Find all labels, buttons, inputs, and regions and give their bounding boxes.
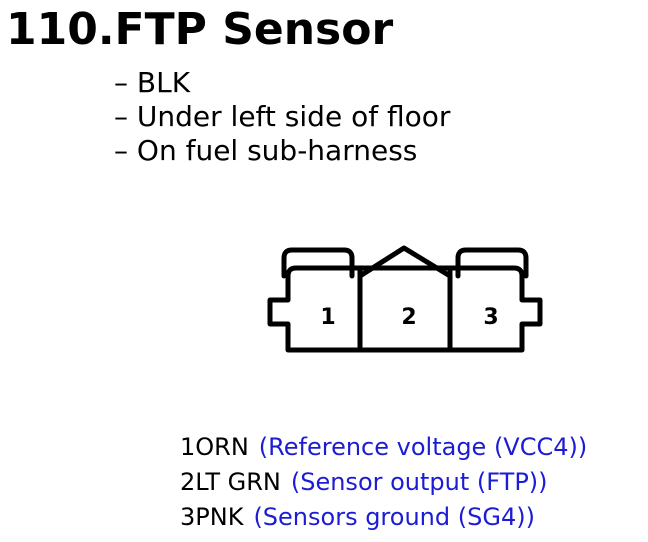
pin-number-1: 1	[320, 305, 335, 330]
connector-latch-right	[455, 247, 529, 279]
pin-label: 2LT GRN	[180, 468, 281, 496]
connector-location: – Under left side of floor	[114, 100, 451, 133]
connector-body	[267, 265, 543, 353]
connector-color: – BLK	[114, 66, 191, 99]
pin-number-3: 3	[483, 305, 498, 330]
pin-label: 1ORN	[180, 433, 249, 461]
connector-key	[357, 245, 453, 279]
pin-number-2: 2	[401, 305, 416, 330]
pin-assignment-list: 1ORN (Reference voltage (VCC4)) 2LT GRN (S…	[180, 430, 587, 535]
pin-row: 2LT GRN (Sensor output (FTP))	[180, 465, 587, 500]
pin-description: (Sensors ground (SG4))	[253, 503, 535, 531]
pin-description: (Sensor output (FTP))	[290, 468, 548, 496]
connector-diagram: 1 2 3	[267, 245, 543, 353]
connector-info-list: – BLK – Under left side of floor – On fu…	[114, 66, 450, 168]
pin-row: 1ORN (Reference voltage (VCC4))	[180, 430, 587, 465]
connector-harness: – On fuel sub-harness	[114, 134, 418, 167]
pin-description: (Reference voltage (VCC4))	[258, 433, 588, 461]
pin-row: 3PNK (Sensors ground (SG4))	[180, 500, 587, 535]
connector-latch-left	[281, 247, 355, 279]
page-title: 110.FTP Sensor	[6, 4, 394, 55]
pin-label: 3PNK	[180, 503, 244, 531]
